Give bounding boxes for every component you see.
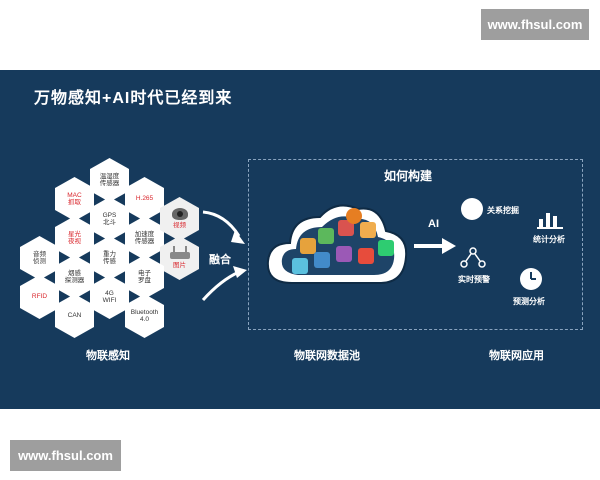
relation-icon — [461, 198, 483, 220]
hex-image: 图片 — [160, 236, 199, 280]
hex-h265: H.265 — [125, 177, 164, 221]
build-dashed-box — [248, 159, 583, 330]
fusion-label: 融合 — [209, 254, 231, 266]
hex-4g-wifi: 4G WIFI — [90, 275, 129, 319]
android-icon — [378, 240, 394, 256]
fusion-arrows — [201, 210, 247, 302]
app-icon-6 — [314, 252, 330, 268]
hex-rfid: RFID — [20, 275, 59, 319]
router-icon — [169, 246, 190, 260]
app-icon-2 — [318, 228, 334, 244]
arrow-lower — [201, 270, 240, 302]
app-icon-4 — [360, 222, 376, 238]
ai-label: AI — [428, 218, 439, 230]
clock-icon — [520, 268, 542, 290]
build-label: 如何构建 — [384, 169, 433, 183]
app-icon-3 — [338, 220, 354, 236]
hex-mac: MAC 抓取 — [55, 177, 94, 221]
hex-gps: GPS 北斗 — [90, 197, 129, 241]
section-application-label: 物联网应用 — [489, 350, 544, 362]
arrow-upper — [202, 210, 241, 237]
bar-chart-icon — [537, 213, 563, 229]
hex-starlight: 星光 夜视 — [55, 216, 94, 260]
watermark-bottom: www.fhsul.com — [10, 440, 121, 471]
hex-video: 视频 — [160, 197, 199, 241]
hex-smoke: 烟感 探测器 — [55, 255, 94, 299]
relation-label: 关系挖掘 — [487, 206, 519, 215]
arrow-upper-head — [231, 230, 245, 244]
section-datapool-label: 物联网数据池 — [294, 350, 360, 362]
banner-title: 万物感知+AI时代已经到来 — [34, 90, 233, 107]
app-icon-1 — [300, 238, 316, 254]
app-icon-8 — [358, 248, 374, 264]
hex-compass: 电子 罗盘 — [125, 255, 164, 299]
camera-icon — [171, 208, 188, 221]
section-sensing-label: 物联感知 — [86, 350, 130, 362]
app-icon-5 — [292, 258, 308, 274]
arrow-lower-head — [233, 266, 247, 278]
hex-gravity: 重力 传感 — [90, 236, 129, 280]
hex-audio: 音频 侦测 — [20, 236, 59, 280]
app-icon-7 — [336, 246, 352, 262]
network-icon — [460, 247, 486, 268]
realtime-label: 实时预警 — [458, 275, 490, 284]
hex-can: CAN — [55, 294, 94, 338]
predict-label: 预测分析 — [513, 297, 545, 306]
statistics-label: 统计分析 — [533, 235, 565, 244]
hex-bluetooth: Bluetooth 4.0 — [125, 294, 164, 338]
person-icon — [346, 208, 362, 224]
hex-accel: 加速度 传感器 — [125, 216, 164, 260]
hex-temp-humidity: 温湿度 传感器 — [90, 158, 129, 202]
watermark-top: www.fhsul.com — [481, 9, 589, 40]
ai-arrow — [414, 238, 456, 254]
iot-banner: 万物感知+AI时代已经到来 温湿度 传感器 MAC 抓取 H.265 GPS 北… — [0, 70, 600, 409]
